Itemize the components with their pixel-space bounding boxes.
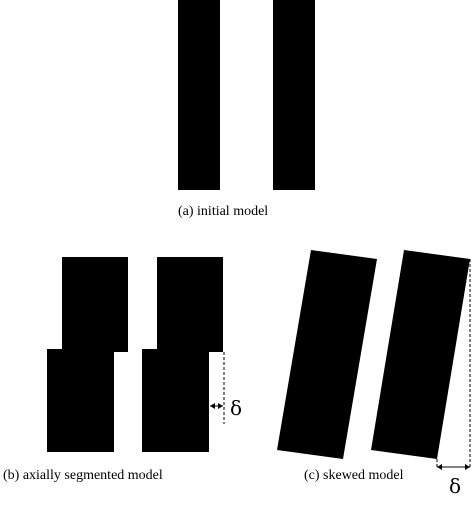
panel-b-right-top-segment — [157, 257, 223, 352]
panel-b-segmented-model — [47, 257, 225, 452]
panel-b-arrowhead-left — [210, 403, 215, 409]
panel-a-initial-model — [178, 0, 315, 190]
panel-a-bar-left — [178, 0, 220, 190]
panel-c-arrowhead-left — [437, 464, 442, 470]
delta-label-segmented: δ — [230, 396, 243, 420]
caption-axially-segmented-model: (b) axially segmented model — [3, 468, 163, 483]
panel-c-bar-left — [277, 250, 377, 459]
panel-c-skewed-model — [277, 250, 471, 470]
panel-b-right-bottom-segment — [142, 349, 209, 452]
panel-b-arrowhead-right — [218, 403, 223, 409]
caption-skewed-model: (c) skewed model — [304, 468, 404, 483]
delta-label-skewed: δ — [449, 474, 462, 498]
panel-b-left-top-segment — [62, 257, 128, 352]
panel-c-arrowhead-right — [465, 464, 470, 470]
caption-initial-model: (a) initial model — [178, 204, 269, 219]
panel-b-left-bottom-segment — [47, 349, 114, 452]
panel-c-bar-right — [371, 250, 470, 459]
panel-a-bar-right — [273, 0, 315, 190]
